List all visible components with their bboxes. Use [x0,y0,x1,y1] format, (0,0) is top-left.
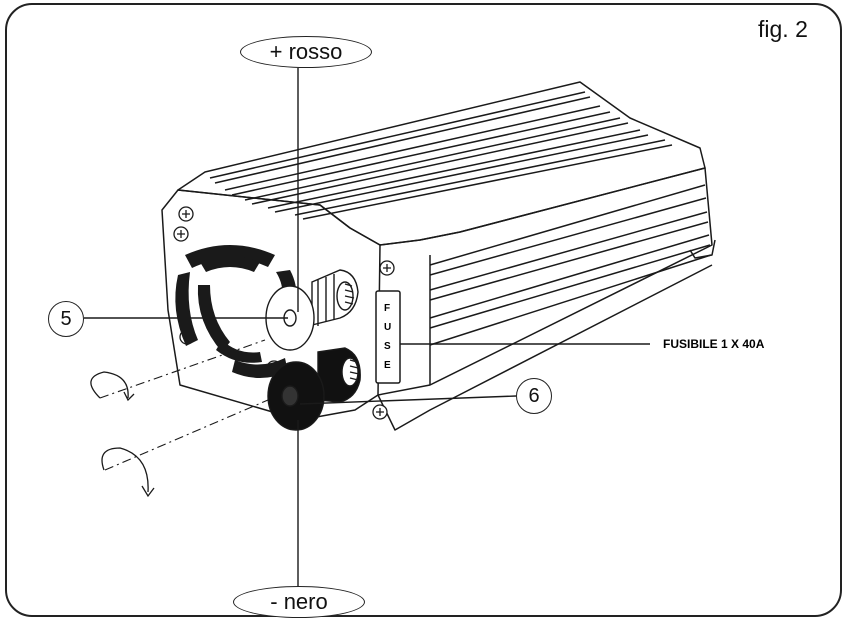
rotation-arrow-icon [101,447,155,498]
screw-icon [379,260,395,276]
rotation-arrow-icon [90,371,135,402]
fuse-letter-s: S [384,341,391,352]
figure-frame [5,3,842,617]
inverter-housing [161,81,716,431]
fuse-letter-f: F [384,303,391,314]
fuse-letter-e: E [384,360,391,371]
callout-5: 5 [48,301,84,337]
fuse-housing [375,290,401,384]
callout-6-leader [299,395,517,405]
negative-terminal [267,347,361,431]
positive-terminal [265,269,359,351]
fuse-letter-u: U [384,322,392,333]
screw-icon [178,206,194,222]
fuse-annotation: FUSIBILE 1 X 40A [663,337,765,351]
positive-wire-label: + rosso [240,36,372,68]
screw-icon [173,226,189,242]
callout-6: 6 [516,378,552,414]
screw-icon [372,404,388,420]
figure-number: fig. 2 [758,16,808,42]
negative-wire-label: - nero [233,586,365,618]
rotation-axes [99,339,269,471]
leader-lines [84,68,650,588]
